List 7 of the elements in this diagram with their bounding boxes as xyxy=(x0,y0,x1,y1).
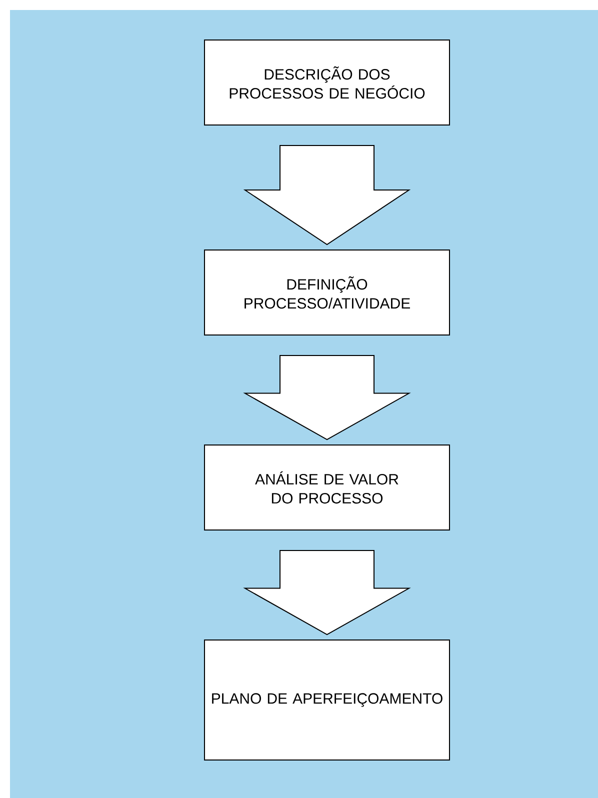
process-box: ANÁLISE DE VALOR DO PROCESSO xyxy=(204,444,450,530)
process-box: DEFINIÇÃO PROCESSO/ATIVIDADE xyxy=(204,250,450,336)
block-arrow xyxy=(243,550,411,636)
block-arrow xyxy=(243,145,411,246)
process-box: PLANO DE APERFEIÇOAMENTO xyxy=(204,640,450,760)
block-arrow xyxy=(243,355,411,440)
process-box: DESCRIÇÃO DOS PROCESSOS DE NEGÓCIO xyxy=(204,40,450,126)
